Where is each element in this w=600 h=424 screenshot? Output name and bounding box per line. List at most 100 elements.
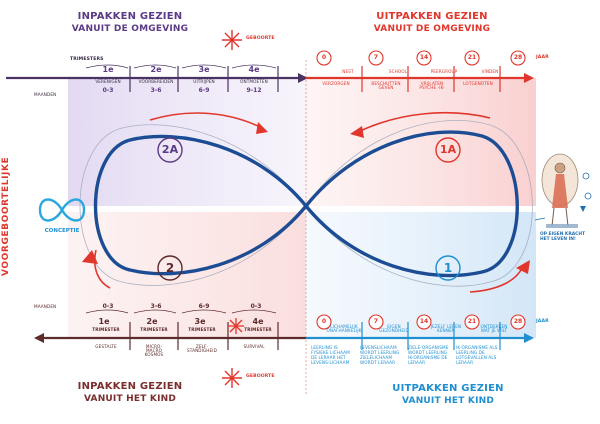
top-milestone-4-above: VINDEN <box>481 69 499 74</box>
bottom-milestone-3-above: ONTDEKKEN WAT JE WILT <box>480 324 508 334</box>
voorgeboortelijke-vertical-label: VOORGEBOORTELIJKE <box>1 156 11 276</box>
top-col-3-range: 6-9 <box>198 87 210 94</box>
top-col-4-range: 9-12 <box>246 87 262 94</box>
top-right-title-line1: UITPAKKEN GEZIEN <box>376 11 488 22</box>
bottom-milestone-3-age: 21 <box>467 318 477 325</box>
arrow-top-left <box>149 112 263 129</box>
bottom-milestone-0-above: LICHAMELIJK ONAFHANKELIJK <box>326 324 362 334</box>
arrow-top-right <box>357 111 491 133</box>
arrow-bottom-right-head <box>516 260 530 274</box>
top-milestone-0-age: 0 <box>321 54 327 61</box>
bottom-left-title-line1: INPAKKEN GEZIEN <box>77 381 183 392</box>
bottom-milestone-2-below: ZIELE-ORGANISME WORDT LEERLING IK-ORGANI… <box>408 345 449 366</box>
top-left-title-line2: VANUIT DE OMGEVING <box>71 24 189 34</box>
band-bottom-left <box>68 212 306 338</box>
bottom-jaar-label: JAAR <box>536 319 549 324</box>
top-col-4-ordinal: 4e <box>248 65 260 74</box>
top-milestone-2-below: VRIJLATEN PSYCHE -IK- <box>419 81 445 91</box>
loop-2a-label: 2A <box>161 143 179 156</box>
top-milestone-0-below: VERZORGEN <box>322 81 350 86</box>
trimesters-label: TRIMESTERS <box>70 57 104 62</box>
loop-2-circle <box>157 255 183 281</box>
arrow-bottom-left-head <box>82 250 98 264</box>
top-milestone-3-above: PEERGROUP <box>430 69 458 74</box>
bottom-col-3-trimester: TRIMESTER <box>188 327 216 332</box>
bottom-col-1-ordinal: 1e <box>98 317 110 326</box>
top-col-1-range: 0-3 <box>102 87 114 94</box>
bottom-maanden-label: MAANDEN <box>34 304 57 309</box>
bottom-milestone-4-age: 28 <box>513 318 523 325</box>
bottom-right-title-line1: UITPAKKEN GEZIEN <box>392 383 504 394</box>
bottom-arcs <box>85 309 277 314</box>
bottom-milestone-3-below: IK-ORGANISME ALS LEERLING DE LOTGEVALLEN… <box>456 345 498 366</box>
bottom-milestone-2-above: JEZELF LEREN KENNEN <box>430 324 462 334</box>
top-col-1-caption: VERENIGEN <box>95 79 121 84</box>
bottom-col-4-caption: SURVIVAL <box>243 344 265 349</box>
bottom-milestone-1-age: 7 <box>373 318 379 325</box>
top-maanden-label: MAANDEN <box>34 92 57 97</box>
conceptie-label: CONCEPTIE <box>44 228 80 234</box>
arrow-top-left-head <box>256 122 268 134</box>
child-figure-illustration <box>534 153 592 228</box>
bottom-col-2-range: 3-6 <box>150 303 162 310</box>
band-top-left <box>68 78 306 206</box>
bottom-col-1-caption: GESTALTE <box>95 344 117 349</box>
top-col-3-ordinal: 3e <box>198 65 210 74</box>
bottom-col-4-ordinal: 4e <box>252 317 264 326</box>
birth-star-icon-bottom <box>222 368 242 388</box>
bottom-ticks <box>129 322 279 350</box>
top-axis-left-arrow <box>298 73 308 83</box>
bottom-col-2-trimester: TRIMESTER <box>140 327 168 332</box>
loop-1a-circle <box>435 137 461 163</box>
loop-1-circle <box>435 255 461 281</box>
top-milestone-3-age: 21 <box>467 54 477 61</box>
top-milestone-4-age: 28 <box>513 54 523 61</box>
infinity-main <box>93 130 519 278</box>
top-col-2-caption: VOORBEREIDEN <box>138 79 174 84</box>
loop-1-label: 1 <box>443 261 453 275</box>
top-jaar-label: JAAR <box>536 55 549 60</box>
bottom-milestone-0-age: 0 <box>321 318 327 325</box>
loop-2-label: 2 <box>165 261 175 275</box>
top-axis-right-arrow <box>524 73 534 83</box>
bottom-col-1-range: 0-3 <box>102 303 114 310</box>
top-right-title-line2: VANUIT DE OMGEVING <box>373 24 491 34</box>
bottom-axis-right-arrow <box>524 333 534 343</box>
figure-caption: OP EIGEN KRACHT HET LEVEN IN! <box>540 232 585 243</box>
birth-star-icon-mid <box>228 318 244 334</box>
top-arcs <box>85 64 277 69</box>
top-left-title-line1: INPAKKEN GEZIEN <box>77 11 183 22</box>
band-top-right <box>306 78 536 206</box>
top-milestone-2-age: 14 <box>419 54 429 61</box>
bottom-col-3-caption: ZELF-STANDIGHEID <box>187 344 217 354</box>
top-right-ticks <box>361 66 501 92</box>
bottom-col-2-ordinal: 2e <box>146 317 158 326</box>
bottom-axis-left-arrow <box>34 333 44 343</box>
top-milestone-1-below: BESCHUTTEN GEVEN <box>371 81 401 91</box>
top-col-2-ordinal: 2e <box>150 65 162 74</box>
top-col-1-ordinal: 1e <box>102 65 114 74</box>
bottom-right-title-line2: VANUIT HET KIND <box>401 396 495 406</box>
arrow-top-right-head <box>350 126 364 138</box>
birth-label-top: GEBOORTE <box>246 36 275 41</box>
conceptie-infinity-icon <box>38 198 86 222</box>
birth-label-bottom: GEBOORTE <box>246 374 275 379</box>
bottom-right-ticks <box>361 322 501 350</box>
bottom-col-1-trimester: TRIMESTER <box>92 327 120 332</box>
top-col-3-caption: UITRIJPEN <box>193 79 215 84</box>
top-milestone-circles <box>316 50 526 66</box>
bottom-milestone-1-below: LEVENSLICHAAM WORDT LEERLING ZIELELICHAA… <box>360 345 400 366</box>
arrow-bottom-left <box>94 249 111 289</box>
top-milestone-1-above: NEST <box>342 69 354 74</box>
top-milestone-1-age: 7 <box>373 54 379 61</box>
top-col-4-caption: ONTMOETEN <box>240 79 268 84</box>
bottom-left-title-line2: VANUIT HET KIND <box>83 394 177 404</box>
bottom-milestone-1-above: EIGEN GEZONDHEID <box>379 324 409 334</box>
bottom-col-4-range: 0-3 <box>250 303 262 310</box>
loop-1a-label: 1A <box>439 143 457 156</box>
top-ticks <box>129 66 279 92</box>
bottom-col-2-caption: MICRO-MACRO KOSMOS <box>144 344 164 358</box>
bottom-col-4-trimester: TRIMESTER <box>244 327 272 332</box>
birth-star-icon-top <box>222 30 242 50</box>
